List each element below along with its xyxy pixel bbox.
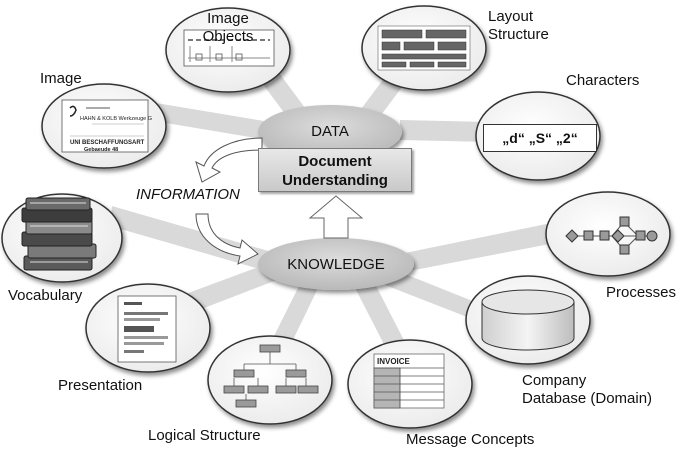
- layout-structure-thumbnail: [377, 25, 471, 71]
- image-doc-line2: UNI BESCHAFFUNGSART: [70, 140, 145, 146]
- spoke-company-database: [385, 270, 490, 322]
- spoke-characters: [400, 120, 490, 142]
- presentation-label: Presentation: [58, 377, 143, 394]
- image-thumbnail: [61, 99, 149, 153]
- knowledge-hub-label: KNOWLEDGE: [287, 256, 385, 273]
- invoice-title: INVOICE: [377, 357, 410, 366]
- characters-label: Characters: [566, 72, 640, 89]
- image-objects-label: Image Objects: [188, 10, 268, 46]
- spoke-logical-structure: [270, 280, 320, 346]
- database-cylinder-icon: [481, 289, 575, 351]
- layout-structure-label: Layout Structure: [488, 8, 549, 44]
- data-hub: [258, 105, 402, 159]
- layout-structure-line1: Layout: [488, 8, 534, 25]
- information-label: INFORMATION: [136, 186, 240, 203]
- document-understanding-box: Document Understanding: [258, 148, 412, 192]
- document-understanding-line1: Document: [298, 153, 372, 170]
- knowledge-hub: [258, 238, 414, 290]
- data-hub-label: DATA: [311, 123, 349, 140]
- process-flow-icon: [565, 216, 658, 255]
- up-arrow: [308, 195, 364, 239]
- spoke-vocabulary: [110, 206, 272, 272]
- image-label: Image: [40, 70, 82, 87]
- company-database-line1: Company: [522, 372, 587, 389]
- spoke-processes: [400, 222, 560, 272]
- company-database-line2: Database (Domain): [522, 390, 653, 407]
- company-database-label: Company Database (Domain): [522, 372, 652, 408]
- image-objects-thumbnail: [183, 29, 275, 67]
- layout-structure-line2: Structure: [488, 26, 549, 43]
- document-understanding-line2: Understanding: [282, 172, 388, 189]
- vocabulary-label: Vocabulary: [8, 287, 83, 304]
- processes-label: Processes: [606, 284, 677, 301]
- logical-structure-tree-icon: [223, 344, 319, 408]
- presentation-document-icon: [117, 295, 177, 363]
- image-doc-line3: Gebaeude 48: [84, 147, 119, 153]
- spoke-image: [148, 102, 270, 140]
- message-concepts-label: Message Concepts: [406, 431, 535, 448]
- characters-sample: „d“ „S“ „2“: [483, 124, 597, 152]
- information-arrow-bottom: [195, 213, 259, 265]
- logical-structure-label: Logical Structure: [148, 427, 261, 444]
- information-arrow-top: [195, 137, 263, 183]
- image-doc-line1: HAHN & KOLB Werkzeuge G: [80, 116, 153, 122]
- spoke-message-concepts: [352, 278, 410, 356]
- books-icon: [21, 197, 97, 271]
- image-objects-line2: Objects: [202, 28, 254, 45]
- invoice-form-icon: [373, 353, 445, 409]
- image-objects-line1: Image: [207, 10, 249, 27]
- spokes: [110, 42, 560, 356]
